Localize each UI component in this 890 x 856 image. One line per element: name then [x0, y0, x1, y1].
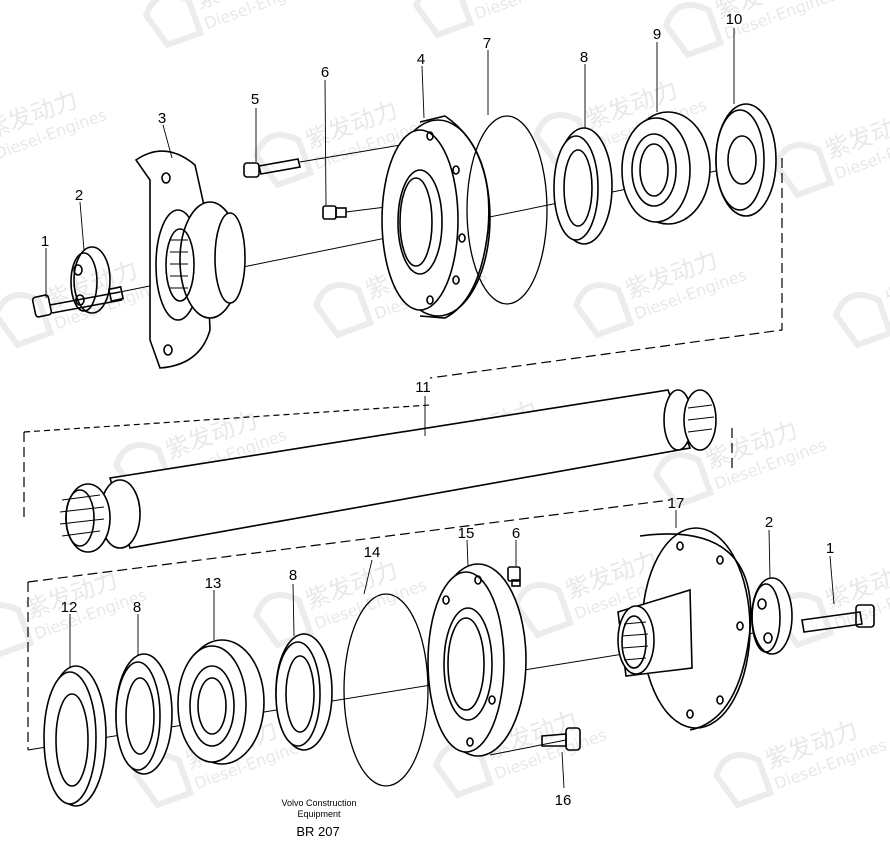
- part-2-washer-lower: [751, 577, 793, 655]
- callout-4: 4: [417, 51, 425, 68]
- part-6-nut-lower: [507, 566, 521, 587]
- part-8-spacer-upper: [553, 127, 613, 245]
- callout-labels: 1 2 3 5 6 4 7 8 9 10 11 12 8 13 8 14 15 …: [41, 11, 834, 809]
- callout-1-upper: 1: [41, 233, 49, 250]
- callout-17: 17: [668, 495, 685, 512]
- part-14-o-ring: [343, 593, 429, 787]
- callout-8-lower-b: 8: [289, 567, 297, 584]
- callout-5: 5: [251, 91, 259, 108]
- part-16-bolt: [489, 727, 581, 756]
- callout-12: 12: [61, 599, 78, 616]
- callout-9: 9: [653, 26, 661, 43]
- callout-16: 16: [555, 792, 572, 809]
- leader-lines: [45, 28, 835, 789]
- part-13-bearing: [177, 639, 265, 765]
- footer: Volvo Construction Equipment BR 207: [281, 798, 356, 839]
- part-7-o-ring: [466, 115, 548, 305]
- callout-14: 14: [364, 544, 381, 561]
- part-8-spacer-lower-a: [115, 653, 173, 775]
- callout-7: 7: [483, 35, 491, 52]
- callout-11: 11: [415, 379, 431, 396]
- part-4-bearing-housing: [381, 115, 491, 319]
- part-11-main-shaft: [59, 389, 717, 553]
- callout-8-lower-a: 8: [133, 599, 141, 616]
- lower-assembly: [43, 527, 875, 807]
- callout-10: 10: [726, 11, 743, 28]
- part-1-bolt-lower: [801, 604, 875, 633]
- part-8-spacer-lower-b: [275, 633, 333, 751]
- footer-company-line2: Equipment: [297, 809, 341, 819]
- part-10-seal: [715, 103, 777, 217]
- part-3-flange-yoke: [134, 150, 246, 369]
- callout-8-upper: 8: [580, 49, 588, 66]
- footer-company-line1: Volvo Construction: [281, 798, 356, 808]
- callout-15: 15: [458, 525, 475, 542]
- part-2-washer-upper: [70, 246, 111, 314]
- callout-6-upper: 6: [321, 64, 329, 81]
- part-12-seal: [43, 665, 107, 807]
- callout-2-upper: 2: [75, 187, 83, 204]
- part-15-housing: [427, 563, 527, 757]
- callout-1-lower: 1: [826, 540, 834, 557]
- callout-3: 3: [158, 110, 166, 127]
- part-17-flange: [617, 527, 752, 731]
- footer-code: BR 207: [296, 824, 339, 839]
- upper-assembly: [31, 103, 777, 369]
- callout-6-lower: 6: [512, 525, 520, 542]
- callout-2-lower: 2: [765, 514, 773, 531]
- part-9-bearing: [621, 111, 711, 225]
- callout-13: 13: [205, 575, 222, 592]
- watermark-subtitle: Diesel-Engines: [472, 0, 590, 23]
